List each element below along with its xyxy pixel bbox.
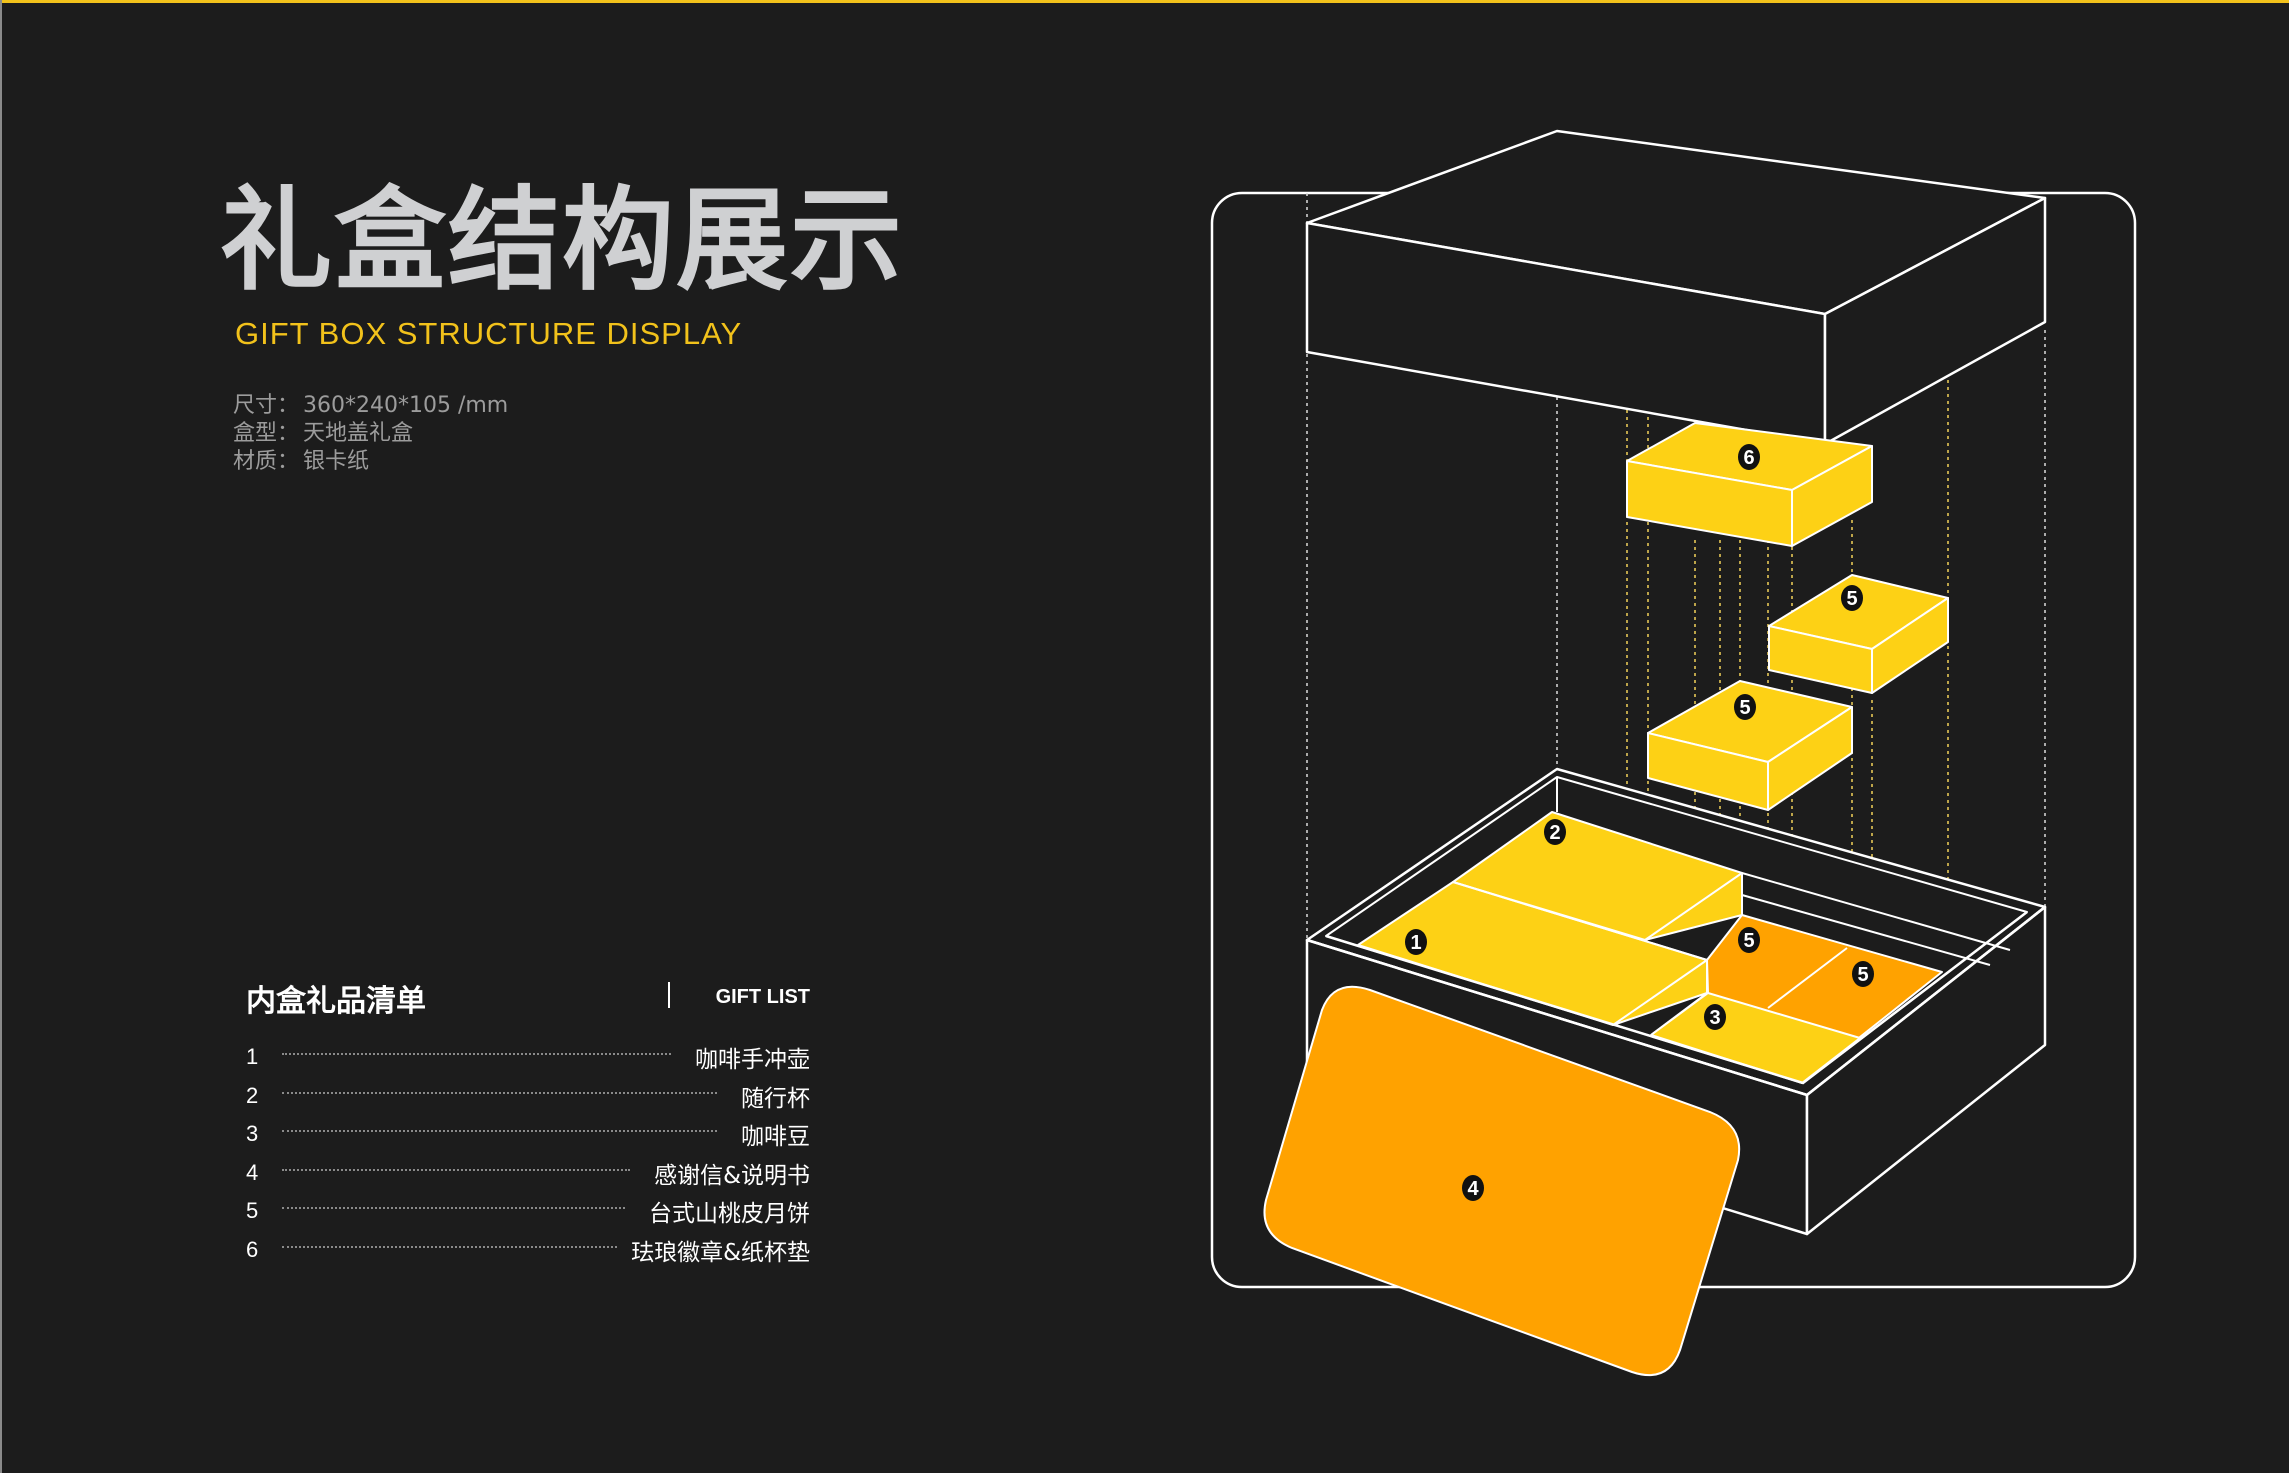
spec-box-type: 盒型： 天地盖礼盒 [233, 420, 508, 448]
gift-list: 内盒礼品清单 GIFT LIST 1 咖啡手冲壶 2 随行杯 3 咖啡豆 4 感… [246, 972, 810, 1269]
spec-size: 尺寸： 360*240*105 /mm [233, 392, 508, 420]
badge-3: 3 [1704, 1004, 1726, 1030]
list-item: 5 台式山桃皮月饼 [246, 1192, 810, 1231]
box-lid [1305, 129, 2047, 446]
item-number: 2 [246, 1082, 259, 1108]
list-item: 6 珐琅徽章&纸杯垫 [246, 1231, 810, 1270]
svg-text:5: 5 [1743, 930, 1754, 952]
svg-text:5: 5 [1739, 697, 1750, 719]
spec-value: 360*240*105 /mm [303, 393, 509, 418]
gift-list-title-en: GIFT LIST [715, 986, 810, 1008]
dotted-leader [282, 1130, 717, 1133]
item-name: 感谢信&说明书 [654, 1162, 810, 1189]
svg-text:5: 5 [1857, 964, 1868, 986]
gift-list-rows: 1 咖啡手冲壶 2 随行杯 3 咖啡豆 4 感谢信&说明书 5 台式山桃皮月饼 … [246, 1038, 810, 1269]
spec-label: 材质： [233, 449, 300, 474]
interior-compartments [1357, 811, 2011, 1084]
item-name: 台式山桃皮月饼 [649, 1201, 810, 1228]
spec-value: 天地盖礼盒 [303, 421, 414, 446]
list-item: 2 随行杯 [246, 1077, 810, 1116]
badge-5-lower: 5 [1734, 694, 1756, 720]
badge-5-upper: 5 [1841, 585, 1863, 611]
dotted-leader [282, 1245, 618, 1248]
item-name: 咖啡豆 [741, 1124, 810, 1151]
svg-text:5: 5 [1846, 588, 1857, 610]
list-item: 4 感谢信&说明书 [246, 1154, 810, 1193]
spec-label: 尺寸： [233, 393, 300, 418]
item-name: 珐琅徽章&纸杯垫 [631, 1239, 810, 1266]
badge-5b: 5 [1852, 961, 1874, 987]
spec-value: 银卡纸 [303, 449, 370, 474]
item-number: 1 [246, 1044, 259, 1070]
box-rim [1306, 906, 2046, 1097]
badge-1: 1 [1405, 929, 1427, 955]
item-number: 4 [246, 1159, 259, 1185]
gift-list-title: 内盒礼品清单 [246, 984, 426, 1019]
floating-box-5-lower [1647, 680, 1853, 811]
svg-text:6: 6 [1743, 447, 1754, 469]
dotted-leader [282, 1168, 631, 1171]
spec-block: 尺寸： 360*240*105 /mm 盒型： 天地盖礼盒 材质： 银卡纸 [233, 392, 508, 476]
badge-2: 2 [1544, 819, 1566, 845]
svg-text:2: 2 [1549, 822, 1560, 844]
item-number: 5 [246, 1198, 259, 1224]
page-subtitle: GIFT BOX STRUCTURE DISPLAY [235, 316, 743, 351]
badge-5a: 5 [1738, 927, 1760, 953]
gift-list-header: 内盒礼品清单 GIFT LIST [246, 972, 810, 1020]
floating-box-5-upper [1768, 574, 1949, 694]
svg-text:3: 3 [1709, 1007, 1720, 1029]
spec-label: 盒型： [233, 421, 300, 446]
dotted-leader [282, 1091, 717, 1094]
left-edge-rule [0, 0, 2, 1473]
dotted-leader [282, 1207, 625, 1210]
item-number: 6 [246, 1236, 259, 1262]
page-title: 礼盒结构展示 [220, 176, 904, 306]
dotted-leader [282, 1053, 671, 1056]
floating-box-6 [1626, 422, 1873, 547]
svg-text:1: 1 [1410, 932, 1421, 954]
header-divider [668, 982, 670, 1008]
item-number: 3 [246, 1121, 259, 1147]
badge-6: 6 [1738, 444, 1760, 470]
spec-material: 材质： 银卡纸 [233, 448, 508, 476]
item-name: 随行杯 [741, 1085, 810, 1112]
card-4: 4 [1263, 985, 1741, 1377]
list-item: 3 咖啡豆 [246, 1115, 810, 1154]
white-guide-lines [1306, 193, 2046, 940]
item-name: 咖啡手冲壶 [695, 1047, 810, 1074]
list-item: 1 咖啡手冲壶 [246, 1038, 810, 1077]
top-accent-rule [0, 0, 2289, 3]
svg-text:4: 4 [1467, 1178, 1479, 1200]
